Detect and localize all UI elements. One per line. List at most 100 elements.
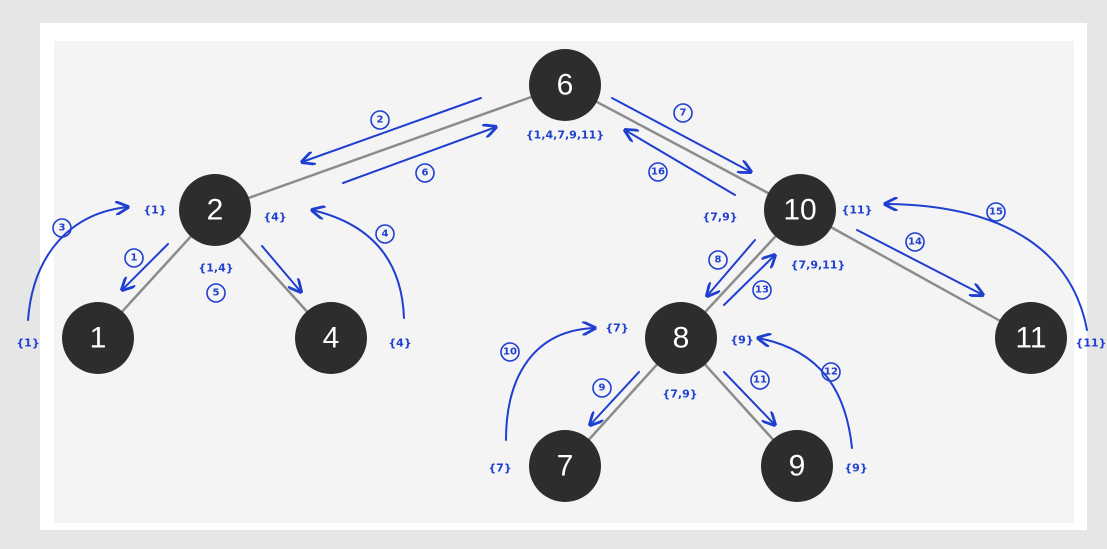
node-circle — [62, 302, 134, 374]
set-annotation: {11} — [842, 204, 873, 217]
node-circle — [995, 302, 1067, 374]
traversal-arrow — [611, 97, 751, 172]
set-annotation: {4} — [388, 337, 411, 350]
tree-edge-n6-n2 — [214, 83, 566, 212]
node-circle — [645, 302, 717, 374]
traversal-arrow — [723, 255, 775, 306]
step-marker: 10 — [500, 342, 520, 362]
step-circle — [821, 362, 841, 382]
set-annotation: {7,9} — [662, 388, 697, 401]
step-circle — [986, 202, 1006, 222]
step-number: 12 — [824, 367, 838, 378]
tree-node-9: 9 — [761, 430, 833, 502]
step-circle — [708, 250, 728, 270]
step-marker: 8 — [708, 250, 728, 270]
step-circle — [370, 110, 390, 130]
set-annotation: {4} — [263, 211, 286, 224]
tree-node-4: 4 — [295, 302, 367, 374]
node-label: 8 — [673, 322, 690, 355]
step-marker: 11 — [750, 370, 770, 390]
step-circle — [648, 162, 668, 182]
step-circle — [592, 378, 612, 398]
step-number: 6 — [422, 168, 429, 179]
step-number: 8 — [715, 255, 722, 266]
step-marker: 3 — [52, 218, 72, 238]
tree-node-1: 1 — [62, 302, 134, 374]
set-annotation: {1,4,7,9,11} — [526, 129, 604, 142]
step-number: 10 — [503, 347, 517, 358]
step-number: 11 — [753, 375, 767, 386]
node-label: 7 — [557, 450, 574, 483]
traversal-arrow-layer — [27, 97, 1088, 449]
step-circle — [673, 103, 693, 123]
tree-node-8: 8 — [645, 302, 717, 374]
set-annotation: {11} — [1076, 337, 1107, 350]
step-number: 9 — [599, 383, 606, 394]
traversal-arrow — [758, 338, 853, 449]
tree-node-10: 10 — [764, 174, 836, 246]
step-marker: 12 — [821, 362, 841, 382]
node-label: 2 — [207, 194, 224, 227]
traversal-arrow — [27, 207, 128, 321]
step-circle — [124, 248, 144, 268]
step-marker: 1 — [124, 248, 144, 268]
step-number: 16 — [651, 167, 665, 178]
set-annotation: {1,4} — [198, 262, 233, 275]
set-annotation: {1} — [143, 204, 166, 217]
traversal-arrow — [885, 204, 1088, 331]
step-circle — [750, 370, 770, 390]
tree-node-7: 7 — [529, 430, 601, 502]
tree-node-2: 2 — [179, 174, 251, 246]
step-circle — [415, 163, 435, 183]
step-marker: 4 — [375, 224, 395, 244]
step-circle — [52, 218, 72, 238]
node-circle — [179, 174, 251, 246]
traversal-arrow — [590, 371, 640, 425]
node-circle — [295, 302, 367, 374]
node-label: 1 — [90, 322, 107, 355]
traversal-arrow — [122, 243, 169, 290]
node-label: 4 — [323, 322, 340, 355]
step-number: 7 — [680, 108, 687, 119]
node-circle — [529, 430, 601, 502]
step-number: 5 — [213, 288, 220, 299]
traversal-arrow — [707, 239, 756, 296]
set-annotation: {7} — [605, 322, 628, 335]
step-number: 15 — [989, 207, 1003, 218]
tree-edge-n6-n10 — [564, 83, 801, 212]
set-annotation: {9} — [844, 462, 867, 475]
node-label: 10 — [783, 194, 816, 227]
step-circle — [752, 280, 772, 300]
set-annotation-layer: {1,4,7,9,11}{1}{4}{1,4}{1}{4}{7,9}{11}{7… — [16, 129, 1106, 475]
node-label: 11 — [1015, 322, 1046, 355]
step-circle — [905, 232, 925, 252]
tree-node-6: 6 — [529, 49, 601, 121]
traversal-arrow — [723, 371, 775, 425]
step-marker: 5 — [206, 283, 226, 303]
traversal-arrow — [505, 328, 595, 441]
set-annotation: {7} — [488, 462, 511, 475]
step-number: 14 — [908, 237, 922, 248]
traversal-arrow — [625, 130, 736, 196]
traversal-arrow — [302, 97, 482, 162]
step-marker: 16 — [648, 162, 668, 182]
step-marker: 6 — [415, 163, 435, 183]
step-circle — [375, 224, 395, 244]
step-number: 3 — [59, 223, 66, 234]
edge-layer — [97, 83, 1032, 467]
step-marker: 7 — [673, 103, 693, 123]
step-marker: 14 — [905, 232, 925, 252]
step-marker: 15 — [986, 202, 1006, 222]
step-number: 4 — [382, 229, 389, 240]
step-number: 1 — [131, 253, 138, 264]
node-label: 6 — [557, 69, 574, 102]
set-annotation: {9} — [730, 334, 753, 347]
step-marker: 13 — [752, 280, 772, 300]
tree-edge-n10-n11 — [799, 208, 1032, 340]
set-annotation: {7,9} — [702, 211, 737, 224]
node-label: 9 — [789, 450, 806, 483]
node-circle — [529, 49, 601, 121]
